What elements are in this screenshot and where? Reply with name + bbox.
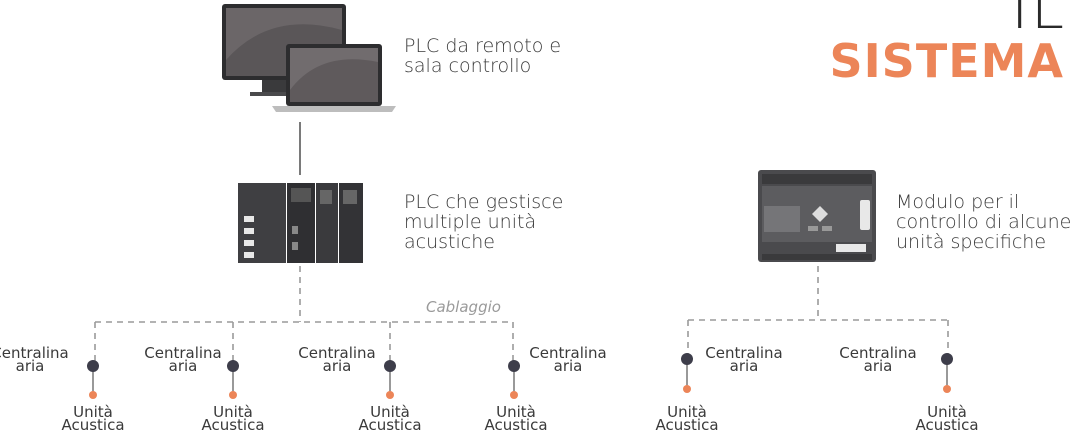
- unita-node: [386, 391, 394, 399]
- centralina-node: [508, 360, 520, 372]
- plc-description: PLC che gestisce multiple unità acustich…: [404, 191, 564, 253]
- cabling-label: Cablaggio: [426, 298, 501, 316]
- title-il: IL: [1010, 0, 1066, 43]
- laptop-icon: [272, 44, 396, 112]
- unita-node: [943, 385, 951, 393]
- left-nodes: [87, 360, 520, 399]
- left-cabling: [94, 266, 514, 362]
- centralina-node: [384, 360, 396, 372]
- centralina-node: [87, 360, 99, 372]
- unita-node: [510, 391, 518, 399]
- computer-description: PLC da remoto e sala controllo: [404, 35, 562, 77]
- centralina-node: [941, 353, 953, 365]
- right-nodes: [681, 353, 953, 393]
- title-sistema: SISTEMA: [829, 34, 1064, 88]
- centralina-node: [681, 353, 693, 365]
- right-cabling: [687, 266, 949, 356]
- centralina-node: [227, 360, 239, 372]
- module-description: Modulo per il controllo di alcune unità …: [896, 191, 1072, 253]
- unita-node: [229, 391, 237, 399]
- unita-node: [89, 391, 97, 399]
- control-module-icon: [758, 170, 876, 262]
- unita-node: [683, 385, 691, 393]
- plc-rack-icon: [238, 183, 363, 263]
